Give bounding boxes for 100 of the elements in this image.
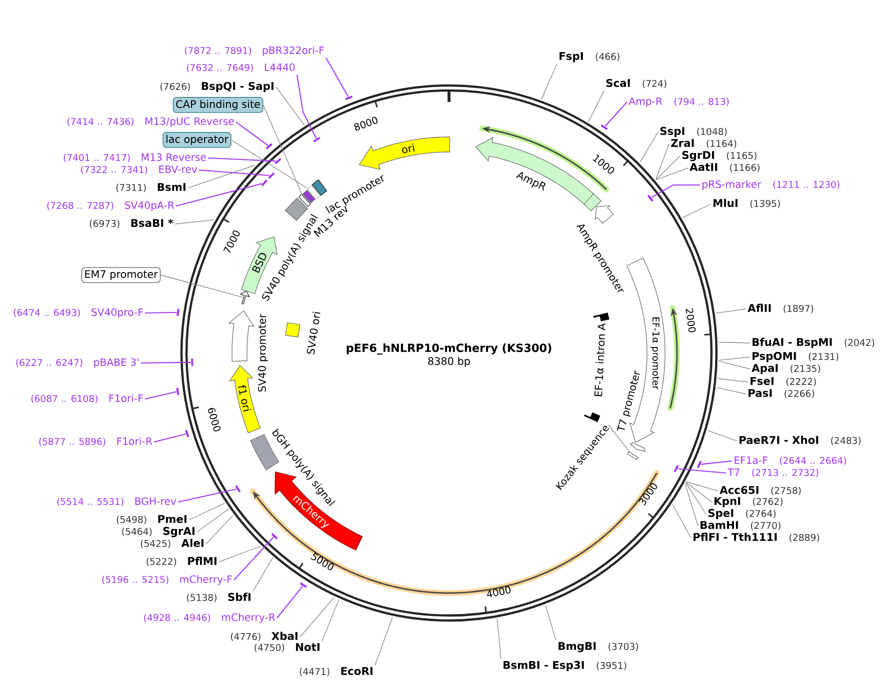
primer-label: M13/pUC Reverse — [145, 117, 234, 127]
enzyme-label: Acc65I — [720, 486, 758, 494]
primer-label: F1ori-F — [109, 394, 143, 402]
site-position: (2131) — [808, 352, 838, 362]
leader-line — [588, 90, 604, 122]
leader-line — [141, 362, 191, 364]
site-position: (5425) — [140, 540, 170, 548]
feature-label: ori — [402, 143, 415, 154]
site-position: (1165) — [727, 152, 756, 160]
enzyme-label: PaeR7I - XhoI — [740, 436, 818, 444]
primer-position: (794 .. 813) — [674, 98, 729, 106]
site-position: (5138) — [187, 594, 216, 602]
primer-position: (7322 .. 7341) — [81, 166, 148, 174]
site-position: (5222) — [146, 558, 176, 566]
enzyme-label: SbfI — [228, 592, 250, 601]
plasmid-size: 8380 bp — [428, 356, 470, 368]
enzyme-label: BmgBI — [558, 642, 596, 652]
leader-line — [718, 356, 750, 361]
site-position: (2135) — [790, 364, 820, 374]
leader-line — [144, 391, 177, 400]
leader-line — [236, 122, 268, 146]
leader-line — [545, 604, 556, 641]
enzyme-label: XbaI — [272, 632, 298, 640]
enzyme-label: EcoRI — [341, 667, 372, 675]
primer-position: (5877 .. 5896) — [39, 438, 106, 446]
site-position: (3703) — [608, 642, 638, 652]
leader-line — [176, 183, 262, 207]
primer-site-mark — [261, 180, 268, 186]
leader-line — [651, 184, 700, 198]
primer-label: SV40pro-F — [92, 308, 143, 318]
leader-line — [684, 484, 698, 526]
leader-line — [230, 140, 308, 189]
callout-box: EM7 promoter — [81, 267, 161, 283]
plasmid-name: pEF6_hNLRP10-mCherry (KS300) — [346, 343, 552, 355]
enzyme-label: SgrDI — [682, 150, 714, 162]
leader-line — [178, 488, 237, 503]
enzyme-label: PmeI — [158, 515, 186, 523]
callout-box: lac operator — [162, 132, 232, 148]
leader-line — [700, 460, 732, 465]
site-position: (2222) — [786, 378, 816, 386]
leader-line — [686, 481, 718, 492]
primer-label: F1ori-R — [117, 437, 152, 445]
primer-label: pBABE 3' — [94, 358, 138, 368]
leader-line — [656, 168, 688, 180]
site-position: (4471) — [300, 668, 330, 676]
leader-line — [234, 536, 274, 580]
primer-label: mCherry-F — [180, 575, 232, 585]
leader-line — [276, 86, 305, 126]
primer-label: M13 Reverse — [142, 153, 206, 161]
site-position: (2889) — [790, 534, 820, 542]
site-position: (2758) — [771, 486, 801, 496]
primer-site-mark — [191, 358, 194, 366]
feature-label: f1 ori — [238, 384, 252, 412]
leader-line — [322, 599, 340, 642]
leader-line — [716, 387, 746, 394]
leader-line — [656, 144, 670, 180]
enzyme-label: AatII — [690, 163, 718, 171]
leader-line — [496, 618, 502, 660]
leader-line — [300, 597, 334, 638]
leader-line — [656, 156, 680, 180]
site-position: (1164) — [706, 140, 736, 148]
enzyme-label: ZraI — [671, 139, 694, 147]
site-position: (1166) — [730, 164, 760, 172]
site-position: (1048) — [697, 128, 727, 136]
primer-site-mark — [176, 308, 180, 316]
site-position: (1395) — [750, 200, 780, 208]
primer-label: mCherry-R — [222, 613, 276, 623]
site-position: (5464) — [122, 528, 152, 536]
leader-line — [718, 360, 750, 370]
site-position: (7626) — [160, 82, 190, 92]
leader-line — [188, 502, 225, 520]
leader-line — [198, 169, 270, 176]
site-position: (2483) — [831, 436, 861, 446]
leader-line — [154, 433, 186, 443]
enzyme-label: PflFI - Tth111I — [694, 532, 777, 541]
primer-position: (2644 .. 2664) — [780, 456, 846, 466]
primer-label: Amp-R — [628, 97, 662, 107]
leader-line — [196, 508, 229, 532]
primer-position: (7268 .. 7287) — [47, 202, 114, 210]
primer-position: (6474 .. 6493) — [14, 308, 80, 318]
site-position: (2042) — [844, 338, 874, 348]
leader-line — [707, 430, 738, 442]
scale-label: 6000 — [208, 408, 221, 432]
primer-position: (2713 .. 2732) — [752, 468, 818, 478]
enzyme-label: MluI — [714, 198, 738, 207]
leader-line — [374, 616, 393, 666]
site-position: (466) — [596, 52, 620, 62]
site-position: (2762) — [753, 498, 782, 506]
primer-position: (7414 .. 7436) — [67, 118, 134, 126]
enzyme-label: PspOMI — [752, 352, 796, 362]
primer-position: (7872 .. 7891) — [184, 46, 251, 56]
leader-line — [188, 164, 256, 188]
leader-line — [672, 504, 692, 538]
enzyme-label: ApaI — [752, 364, 778, 374]
feature-label: SV40 promoter — [258, 314, 268, 392]
leader-line — [145, 312, 177, 314]
enzyme-label: PasI — [748, 389, 772, 397]
leader-line — [678, 468, 726, 474]
primer-label: pRS-marker — [702, 180, 762, 190]
primer-label: L4440 — [264, 63, 295, 71]
